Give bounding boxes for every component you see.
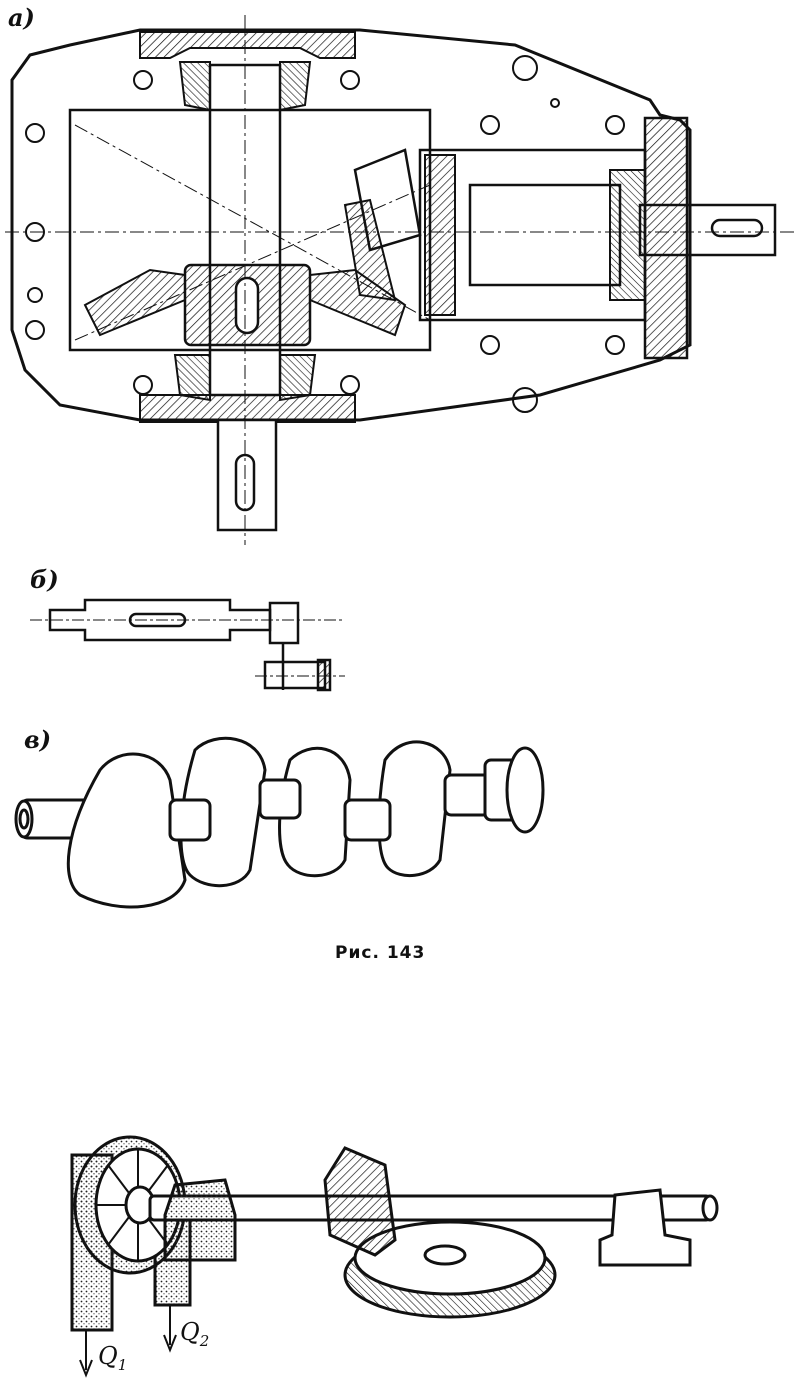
figure-caption: Рис. 143 [335,943,426,963]
part-label-b: б) [30,565,59,594]
part-label-c: в) [24,725,52,754]
load-label-q1: Q1 [98,1342,128,1374]
part-label-a: а) [8,3,35,32]
pulley-gear-drawing [70,1135,719,1378]
crankshaft-drawing [14,736,545,909]
shaft-scheme-drawing [30,598,345,692]
gearbox-section-drawing [5,15,795,545]
load-label-q2: Q2 [180,1318,210,1350]
